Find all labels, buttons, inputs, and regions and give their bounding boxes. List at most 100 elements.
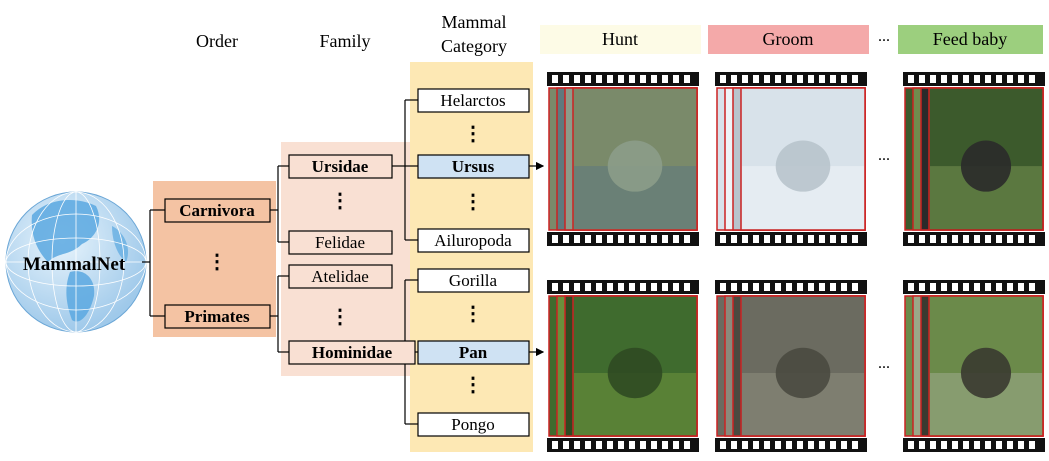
film-hole: [585, 441, 591, 449]
frame-subject: [961, 141, 1011, 192]
film-hole: [775, 235, 781, 243]
film-hole: [618, 75, 624, 83]
film-hole: [919, 235, 925, 243]
film-hole: [786, 75, 792, 83]
film-hole: [684, 283, 690, 291]
film-hole: [651, 283, 657, 291]
film-hole: [618, 235, 624, 243]
behavior-feed-label: Feed baby: [933, 29, 1007, 49]
film-hole: [662, 75, 668, 83]
header-order: Order: [196, 31, 238, 51]
film-hole: [830, 235, 836, 243]
film-hole: [563, 283, 569, 291]
category-label-pongo: Pongo: [451, 415, 494, 434]
film-hole: [574, 235, 580, 243]
film-hole: [563, 235, 569, 243]
film-hole: [852, 283, 858, 291]
film-hole: [830, 75, 836, 83]
film-hole: [797, 235, 803, 243]
film-hole: [996, 235, 1002, 243]
film-hole: [841, 235, 847, 243]
film-hole: [742, 441, 748, 449]
header-category-line2: Category: [441, 36, 507, 56]
film-hole: [742, 235, 748, 243]
film-hole: [742, 283, 748, 291]
film-hole: [731, 441, 737, 449]
film-hole: [775, 441, 781, 449]
category-vellipsis-2: ⋮: [463, 191, 483, 213]
category-node-pongo: Pongo: [418, 413, 529, 436]
film-hole: [852, 441, 858, 449]
film-hole: [640, 235, 646, 243]
order-node-carnivora: Carnivora: [165, 199, 270, 222]
category-vellipsis-1: ⋮: [463, 123, 483, 145]
film-hole: [963, 75, 969, 83]
category-vellipsis-4: ⋮: [463, 374, 483, 396]
film-hole: [941, 235, 947, 243]
film-hole: [963, 235, 969, 243]
order-vellipsis: ⋮: [207, 251, 227, 273]
family-vellipsis-2: ⋮: [330, 306, 350, 328]
film-hole: [808, 283, 814, 291]
film-hole: [830, 441, 836, 449]
film-hole: [919, 283, 925, 291]
film-hole: [1029, 441, 1035, 449]
film-hole: [908, 283, 914, 291]
film-hole: [1007, 75, 1013, 83]
film-hole: [786, 283, 792, 291]
order-label-carnivora: Carnivora: [179, 201, 255, 220]
film-hole: [996, 75, 1002, 83]
family-label-hominidae: Hominidae: [312, 343, 393, 362]
film-hole: [952, 235, 958, 243]
film-hole: [941, 283, 947, 291]
film-hole: [841, 75, 847, 83]
film-hole: [985, 441, 991, 449]
film-hole: [930, 441, 936, 449]
film-hole: [1018, 75, 1024, 83]
film-hole: [640, 283, 646, 291]
film-hole: [563, 441, 569, 449]
film-hole: [1029, 235, 1035, 243]
family-label-felidae: Felidae: [315, 233, 365, 252]
film-hole: [830, 283, 836, 291]
film-hole: [596, 283, 602, 291]
film-hole: [808, 235, 814, 243]
film-hole: [731, 283, 737, 291]
film-hole: [596, 441, 602, 449]
film-hole: [585, 75, 591, 83]
film-hole: [662, 283, 668, 291]
category-node-pan: Pan: [418, 341, 529, 364]
film-hole: [819, 441, 825, 449]
category-node-ursus: Ursus: [418, 155, 529, 178]
film-hole: [764, 283, 770, 291]
film-hole: [1029, 283, 1035, 291]
film-hole: [753, 441, 759, 449]
film-hole: [607, 75, 613, 83]
category-node-gorilla: Gorilla: [418, 269, 529, 292]
film-hole: [629, 235, 635, 243]
film-hole: [629, 441, 635, 449]
row2-h-ellipsis: ...: [878, 355, 890, 372]
film-hole: [996, 283, 1002, 291]
film-hole: [908, 441, 914, 449]
category-label-helarctos: Helarctos: [440, 91, 505, 110]
film-hole: [684, 75, 690, 83]
film-hole: [596, 75, 602, 83]
film-hole: [552, 235, 558, 243]
behavior-groom-label: Groom: [763, 29, 814, 49]
film-hole: [930, 75, 936, 83]
frame-subject: [608, 348, 663, 398]
film-hole: [651, 75, 657, 83]
film-hole: [585, 235, 591, 243]
film-hole: [908, 235, 914, 243]
film-hole: [797, 441, 803, 449]
category-label-pan: Pan: [459, 343, 488, 362]
film-hole: [1018, 235, 1024, 243]
film-hole: [941, 441, 947, 449]
film-hole: [651, 441, 657, 449]
category-label-ursus: Ursus: [452, 157, 495, 176]
film-hole: [753, 235, 759, 243]
film-hole: [640, 75, 646, 83]
